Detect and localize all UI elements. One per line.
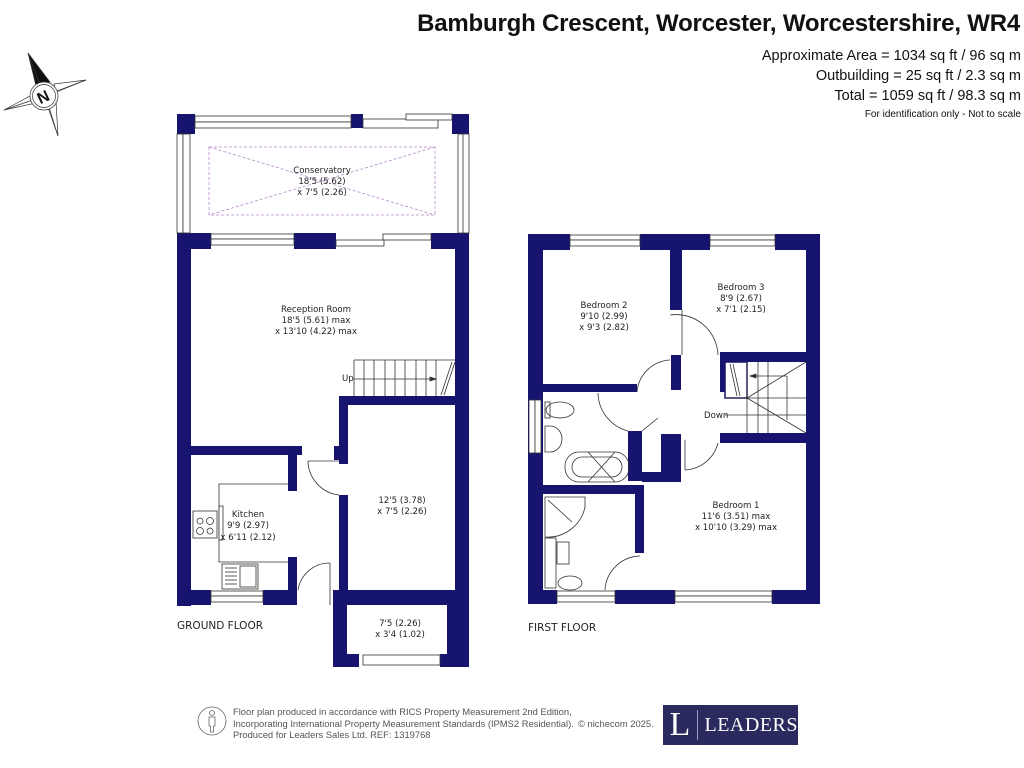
svg-text:x 9'3 (2.82): x 9'3 (2.82) <box>579 323 629 333</box>
outbuilding-area: Outbuilding = 25 sq ft / 2.3 sq m <box>815 68 1021 84</box>
svg-text:x 7'5 (2.26): x 7'5 (2.26) <box>297 188 347 198</box>
svg-text:9'10 (2.99): 9'10 (2.99) <box>580 312 627 322</box>
first-floor-windows <box>528 234 776 603</box>
svg-text:18'5 (5.62): 18'5 (5.62) <box>298 177 345 187</box>
conservatory-roof-outline <box>208 146 436 216</box>
svg-text:Bedroom 3: Bedroom 3 <box>717 283 764 293</box>
svg-text:x 7'1 (2.15): x 7'1 (2.15) <box>716 305 766 315</box>
stairs-up <box>353 359 456 396</box>
logo-word: LEADERS <box>704 713 798 736</box>
ground-floor-doors <box>297 460 340 605</box>
first-floor-walls <box>528 234 820 604</box>
svg-text:Up: Up <box>342 374 354 384</box>
svg-text:x 3'4 (1.02): x 3'4 (1.02) <box>375 630 425 640</box>
svg-text:11'6 (3.51) max: 11'6 (3.51) max <box>702 512 771 522</box>
svg-text:x 13'10 (4.22) max: x 13'10 (4.22) max <box>275 327 357 337</box>
ground-floor-label: GROUND FLOOR <box>177 620 263 632</box>
svg-text:18'5 (5.61) max: 18'5 (5.61) max <box>282 316 351 326</box>
svg-text:Bedroom 1: Bedroom 1 <box>712 501 759 511</box>
svg-text:Bedroom 2: Bedroom 2 <box>580 301 627 311</box>
kitchen-units <box>192 483 288 590</box>
logo-letter: L <box>669 706 691 743</box>
bathroom-fittings <box>544 401 630 591</box>
north-compass-icon: N <box>3 52 87 137</box>
copyright: © nichecom 2025. <box>578 718 654 729</box>
logo-divider <box>696 710 698 740</box>
scale-note: For identification only - Not to scale <box>864 109 1021 120</box>
stairs-down <box>724 361 807 434</box>
svg-text:x 10'10 (3.29) max: x 10'10 (3.29) max <box>695 523 777 533</box>
leaders-logo: L LEADERS <box>663 705 798 745</box>
ground-floor-walls <box>177 114 469 667</box>
rics-disclaimer: Floor plan produced in accordance with R… <box>233 706 574 740</box>
svg-text:x 7'5 (2.26): x 7'5 (2.26) <box>377 507 427 517</box>
first-floor-doors <box>597 310 719 591</box>
property-title: Bamburgh Crescent, Worcester, Worcesters… <box>417 10 1020 37</box>
svg-text:Down: Down <box>704 411 728 421</box>
svg-text:Kitchen: Kitchen <box>232 510 264 520</box>
svg-text:9'9 (2.97): 9'9 (2.97) <box>227 521 269 531</box>
person-icon <box>197 706 227 736</box>
svg-text:Reception Room: Reception Room <box>281 305 351 315</box>
svg-text:Conservatory: Conservatory <box>293 166 351 176</box>
ground-floor-windows <box>176 113 470 666</box>
total-area: Total = 1059 sq ft / 98.3 sq m <box>834 88 1021 104</box>
svg-text:8'9 (2.67): 8'9 (2.67) <box>720 294 762 304</box>
approximate-area: Approximate Area = 1034 sq ft / 96 sq m <box>761 48 1021 64</box>
first-floor-label: FIRST FLOOR <box>528 622 597 634</box>
svg-text:12'5 (3.78): 12'5 (3.78) <box>378 496 425 506</box>
svg-text:x 6'11 (2.12): x 6'11 (2.12) <box>220 533 275 543</box>
svg-text:7'5 (2.26): 7'5 (2.26) <box>379 619 421 629</box>
